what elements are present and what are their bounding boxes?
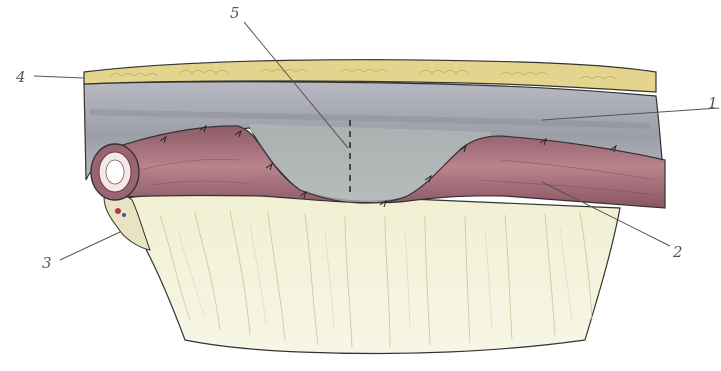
label-4: 4 (15, 68, 26, 86)
label-5: 5 (230, 4, 240, 22)
label-2: 2 (672, 243, 683, 261)
label-1: 1 (708, 94, 718, 112)
vessel-cross-section (91, 144, 139, 200)
muscle-tissue (118, 190, 620, 354)
label-3: 3 (42, 254, 52, 272)
